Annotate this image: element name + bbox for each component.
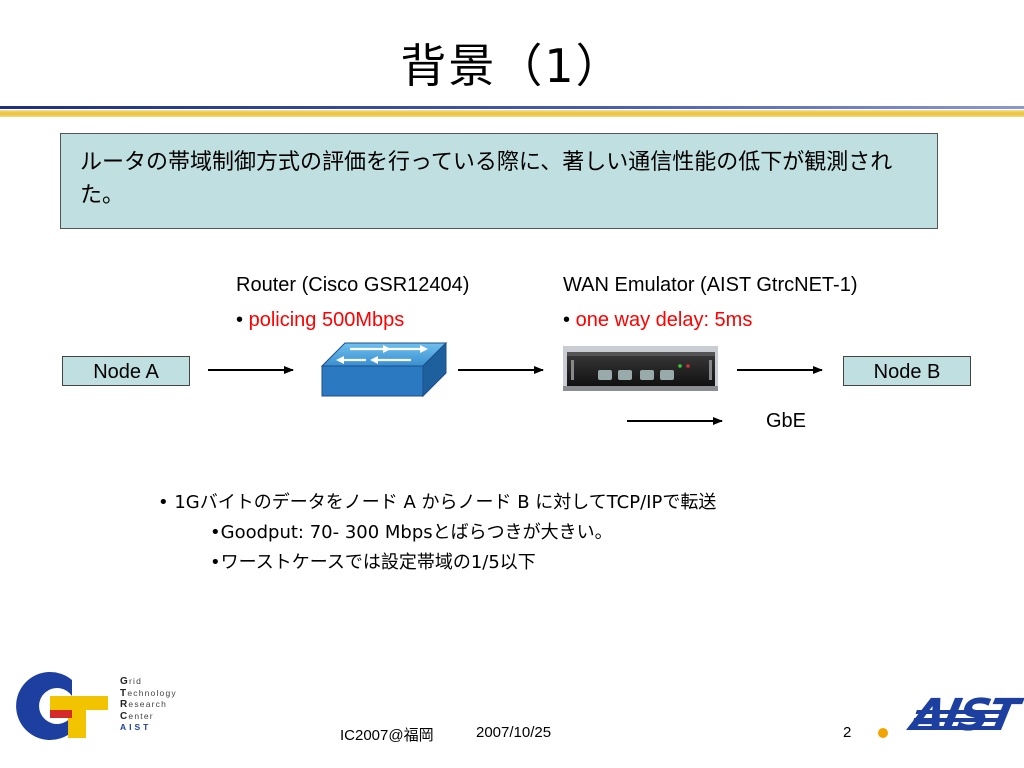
router-spec-line: • policing 500Mbps	[236, 307, 404, 333]
router-spec-bullet: •	[236, 309, 244, 331]
wan-spec-line: • one way delay: 5ms	[563, 307, 752, 333]
gtrc-logo-icon	[16, 672, 108, 740]
title-rule	[0, 106, 1024, 109]
intro-text: ルータの帯域制御方式の評価を行っている際に、著しい通信性能の低下が観測された。	[80, 150, 893, 208]
gtrc-logo-text: Grid Technology Research Center AIST	[120, 676, 177, 734]
router-icon	[320, 341, 448, 398]
footer-date: 2007/10/25	[476, 724, 552, 741]
gtrc-line-research: Research	[120, 699, 168, 710]
node-b: Node B	[843, 356, 971, 386]
slide-title: 背景（1）	[400, 39, 624, 93]
bullet-sub-worst-case: •ワーストケースでは設定帯域の1/5以下	[210, 552, 536, 573]
aist-logo-icon	[878, 710, 1007, 738]
gtrc-line-aist: AIST	[120, 722, 152, 732]
page-number: 2	[843, 724, 852, 741]
title-rule-gold	[0, 110, 1024, 117]
wan-spec-bullet: •	[563, 309, 571, 331]
gtrc-line-center: Center	[120, 710, 154, 722]
router-label: Router (Cisco GSR12404)	[236, 274, 470, 296]
gtrc-line-grid: Grid	[120, 676, 143, 687]
node-a: Node A	[62, 356, 190, 386]
wan-emulator-label: WAN Emulator (AIST GtrcNET-1)	[563, 274, 858, 296]
gbe-label: GbE	[766, 410, 807, 432]
wan-emulator-image	[563, 346, 718, 391]
router-spec: policing 500Mbps	[248, 309, 405, 331]
aist-logo-text: AIST	[906, 690, 1022, 741]
wan-spec: one way delay: 5ms	[575, 309, 753, 331]
network-diagram	[208, 341, 823, 425]
bullet-main: • 1Gバイトのデータをノード A からノード B に対してTCP/IPで転送	[158, 492, 717, 513]
bullet-sub-goodput: •Goodput: 70- 300 Mbpsとばらつきが大きい。	[210, 522, 613, 543]
gtrc-line-technology: Technology	[120, 687, 177, 699]
intro-box	[60, 133, 938, 229]
footer-conference: IC2007@福岡	[340, 727, 434, 744]
